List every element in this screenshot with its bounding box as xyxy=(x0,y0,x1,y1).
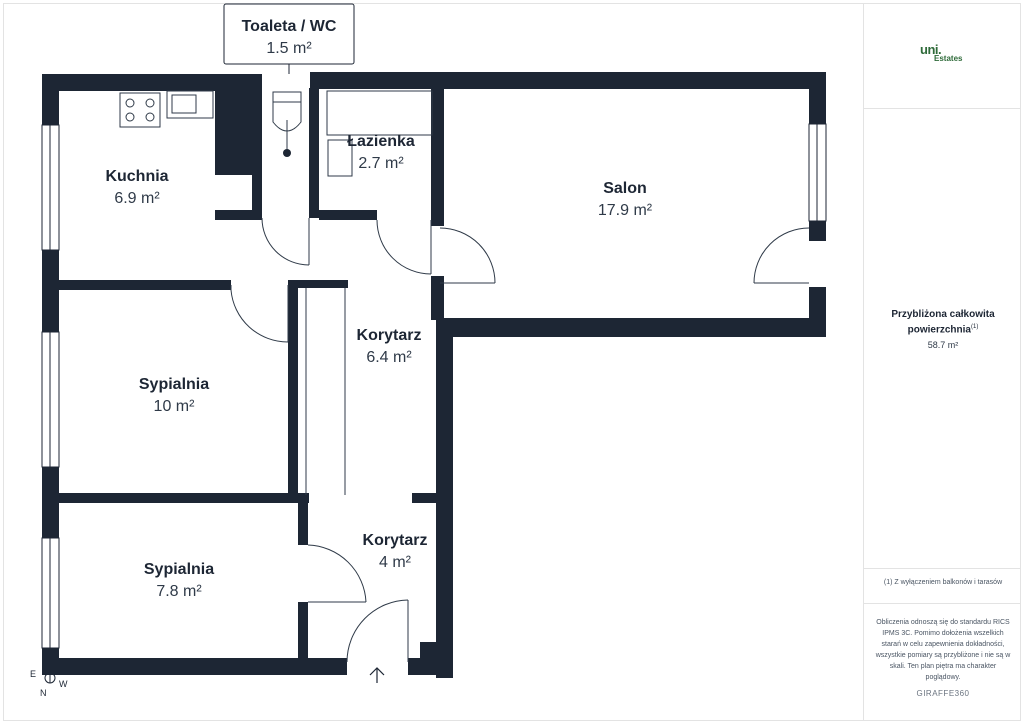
room-area-bedroom: 10 m² xyxy=(154,398,196,415)
windows xyxy=(41,123,827,649)
doors xyxy=(230,217,810,663)
brand-mark: GIRAFFE360 xyxy=(916,689,970,698)
room-name-kitchen: Kuchnia xyxy=(105,168,168,185)
room-name-bedroom: Sypialnia xyxy=(139,376,209,393)
room-name-toilet: Toaleta / WC xyxy=(242,18,337,35)
bathtub-icon xyxy=(326,90,433,136)
room-name-bedroom-2: Sypialnia xyxy=(144,561,214,578)
room-area-toilet: 1.5 m² xyxy=(266,40,312,57)
footnote-marker: (1) xyxy=(971,324,979,330)
room-area-bedroom-2: 7.8 m² xyxy=(156,583,202,600)
toilet-drain-icon xyxy=(283,149,291,157)
compass-icon: E N W xyxy=(30,669,68,698)
total-area-label: Przybliżona całkowita powierzchnia xyxy=(891,309,995,336)
floor-plan: Toaleta / WC 1.5 m² Łazienka 2.7 m² Kuch… xyxy=(30,3,827,698)
walls xyxy=(42,72,826,678)
entrance-arrow-icon xyxy=(369,667,385,683)
logo-word: Estates xyxy=(934,54,963,63)
toilet-icon xyxy=(272,91,302,132)
total-area-value: 58.7 m² xyxy=(927,340,959,350)
compass-east: E xyxy=(30,669,36,679)
room-area-corridor-2: 4 m² xyxy=(379,554,412,571)
total-area-title: Przybliżona całkowita powierzchnia(1) xyxy=(872,308,1014,336)
compass-north: N xyxy=(40,688,47,698)
room-name-corridor: Korytarz xyxy=(357,327,422,344)
washbasin-icon xyxy=(327,139,353,177)
fixtures xyxy=(119,90,433,177)
compass-west: W xyxy=(59,679,68,689)
company-logo: uni. Estates xyxy=(920,41,970,69)
info-sidebar: uni. Estates Przybliżona całkowita powie… xyxy=(863,3,1021,721)
room-area-living: 17.9 m² xyxy=(598,202,653,219)
divider xyxy=(864,568,1021,569)
divider xyxy=(864,108,1021,109)
room-area-bathroom: 2.7 m² xyxy=(358,155,404,172)
footnote: (1) Z wyłączeniem balkonów i tarasów xyxy=(883,579,1003,586)
room-name-living: Salon xyxy=(603,180,647,197)
sink-icon xyxy=(166,90,214,119)
room-name-bathroom: Łazienka xyxy=(347,133,415,150)
page-frame xyxy=(3,3,1021,721)
divider xyxy=(864,603,1021,604)
room-name-corridor-2: Korytarz xyxy=(363,532,428,549)
disclaimer: Obliczenia odnoszą się do standardu RICS… xyxy=(875,619,1011,681)
room-area-kitchen: 6.9 m² xyxy=(114,190,160,207)
logo-mark: uni. xyxy=(920,42,942,57)
room-area-corridor: 6.4 m² xyxy=(366,349,412,366)
hob-icon xyxy=(119,92,161,128)
